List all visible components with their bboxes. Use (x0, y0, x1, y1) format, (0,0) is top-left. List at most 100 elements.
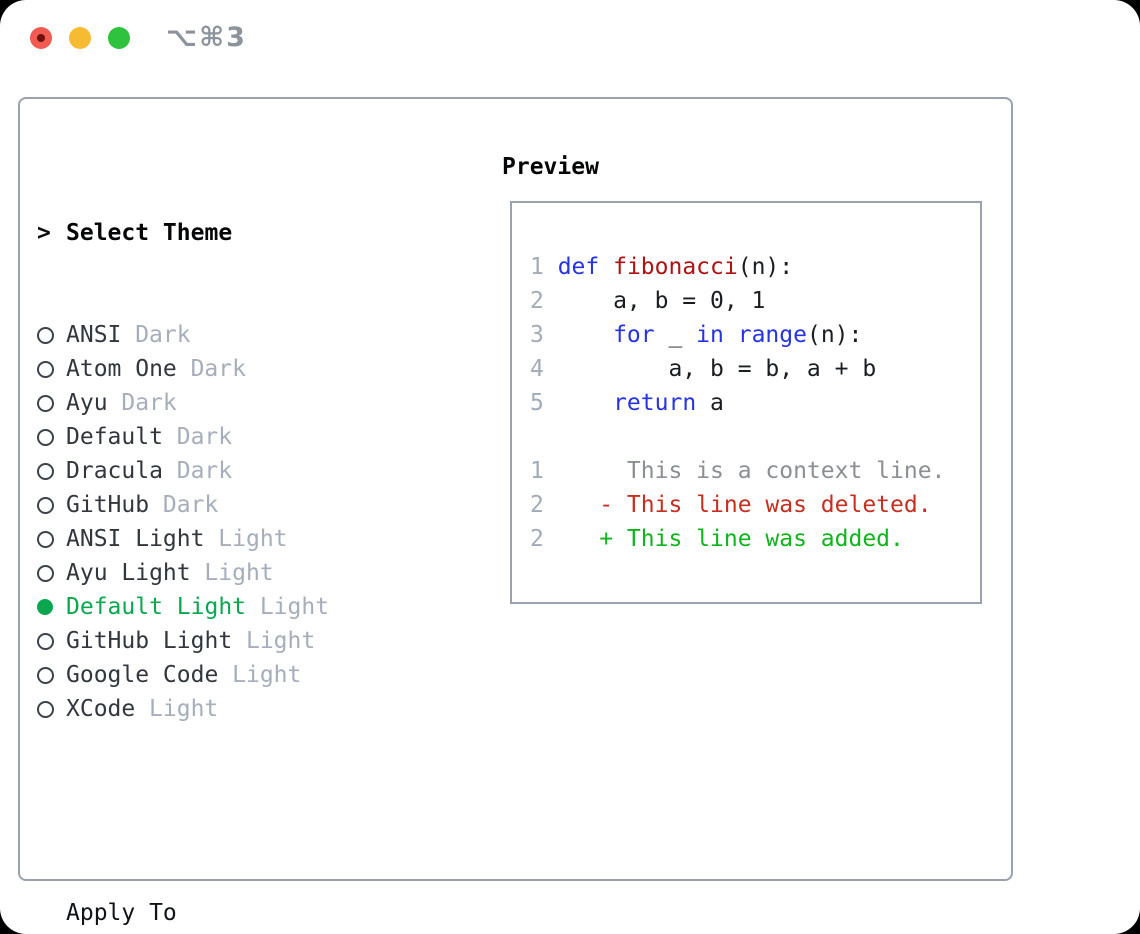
code-token: - This line was deleted. (557, 492, 932, 518)
theme-name: XCode (66, 696, 136, 722)
zoom-button[interactable] (108, 27, 130, 49)
preview-heading: Preview (502, 154, 599, 180)
theme-option-dracula[interactable]: Dracula Dark (37, 454, 425, 488)
radio-icon (37, 360, 66, 378)
theme-name: ANSI (66, 322, 122, 348)
theme-variant-tag: Dark (162, 492, 219, 518)
code-line: 1 This is a context line. (530, 454, 945, 488)
code-line: 1 def fibonacci(n): (530, 250, 945, 284)
code-token: fibonacci (613, 254, 738, 280)
code-token: _ (654, 322, 697, 348)
theme-variant-tag: Light (232, 662, 302, 688)
theme-name: Google Code (66, 662, 219, 688)
radio-selected-icon (37, 599, 66, 615)
focus-cursor-icon: > (37, 220, 51, 246)
theme-option-default[interactable]: Default Dark (37, 420, 425, 454)
theme-option-ayu[interactable]: Ayu Dark (37, 386, 425, 420)
line-number: 1 (530, 458, 544, 484)
theme-name: Dracula (66, 458, 163, 484)
theme-variant-tag: Dark (190, 356, 246, 382)
line-number: 2 (530, 288, 544, 314)
traffic-lights (30, 27, 130, 49)
code-token: a, b = b, a + b (557, 356, 877, 382)
theme-name: ANSI Light (66, 526, 205, 552)
minimize-button[interactable] (69, 27, 91, 49)
theme-option-ayu-light[interactable]: Ayu Light Light (37, 556, 425, 590)
radio-icon (37, 326, 66, 344)
theme-option-google-code[interactable]: Google Code Light (37, 658, 425, 692)
radio-icon (37, 462, 66, 480)
radio-icon (37, 428, 66, 446)
theme-option-default-light[interactable]: Default Light Light (37, 590, 425, 624)
spacer (37, 794, 425, 828)
code-token: in (696, 322, 724, 348)
theme-name: GitHub Light (66, 628, 233, 654)
code-line: 3 for _ in range(n): (530, 318, 945, 352)
radio-icon (37, 530, 66, 548)
theme-variant-tag: Light (218, 526, 288, 552)
code-token: (n): (737, 254, 794, 280)
titlebar: ⌥⌘3 (0, 0, 1140, 76)
apply-to-heading-row: Apply To (37, 896, 425, 930)
code-line: 5 return a (530, 386, 945, 420)
theme-name: Atom One (66, 356, 177, 382)
radio-icon (37, 564, 66, 582)
select-theme-heading: Select Theme (66, 220, 233, 246)
code-token: This is a context line. (557, 458, 946, 484)
apply-to-heading: Apply To (66, 900, 177, 926)
theme-option-ansi-light[interactable]: ANSI Light Light (37, 522, 425, 556)
line-number: 1 (530, 254, 544, 280)
radio-icon (37, 700, 66, 718)
theme-option-github-light[interactable]: GitHub Light Light (37, 624, 425, 658)
theme-option-xcode[interactable]: XCode Light (37, 692, 425, 726)
theme-name: GitHub (66, 492, 150, 518)
code-line: 2 - This line was deleted. (530, 488, 945, 522)
theme-option-github[interactable]: GitHub Dark (37, 488, 425, 522)
radio-icon (37, 632, 66, 650)
theme-variant-tag: Light (149, 696, 219, 722)
theme-name: Default Light (66, 594, 247, 620)
line-number: 3 (530, 322, 544, 348)
theme-variant-tag: Light (204, 560, 274, 586)
code-token (558, 390, 613, 416)
theme-variant-tag: Light (245, 628, 316, 654)
select-theme-heading-row: > Select Theme (37, 216, 425, 250)
code-token (724, 322, 738, 348)
theme-name: Ayu Light (66, 560, 191, 586)
close-button[interactable] (30, 27, 52, 49)
code-token: a, b = 0, 1 (557, 288, 766, 314)
window-title: ⌥⌘3 (166, 22, 247, 53)
code-line: 4 a, b = b, a + b (530, 352, 945, 386)
line-number: 2 (530, 492, 544, 518)
theme-variant-tag: Dark (176, 424, 233, 450)
theme-name: Ayu (66, 390, 108, 416)
code-line: 2 a, b = 0, 1 (530, 284, 945, 318)
code-token: a (696, 390, 724, 416)
theme-variant-tag: Light (259, 594, 330, 620)
code-token (558, 322, 613, 348)
line-number: 5 (530, 390, 544, 416)
code-token: (n): (806, 322, 863, 348)
code-line (530, 420, 945, 454)
theme-name: Default (66, 424, 163, 450)
theme-option-ansi[interactable]: ANSI Dark (37, 318, 425, 352)
code-token: + This line was added. (557, 526, 904, 552)
theme-variant-tag: Dark (176, 458, 233, 484)
radio-icon (37, 394, 66, 412)
radio-icon (37, 496, 66, 514)
theme-option-atom-one[interactable]: Atom One Dark (37, 352, 425, 386)
radio-icon (37, 666, 66, 684)
code-token: range (737, 322, 807, 348)
code-token: for (613, 322, 655, 348)
code-token: def (557, 254, 600, 280)
code-token (599, 254, 613, 280)
code-line: 2 + This line was added. (530, 522, 945, 556)
theme-variant-tag: Dark (121, 390, 177, 416)
line-number: 2 (530, 526, 544, 552)
theme-variant-tag: Dark (135, 322, 191, 348)
